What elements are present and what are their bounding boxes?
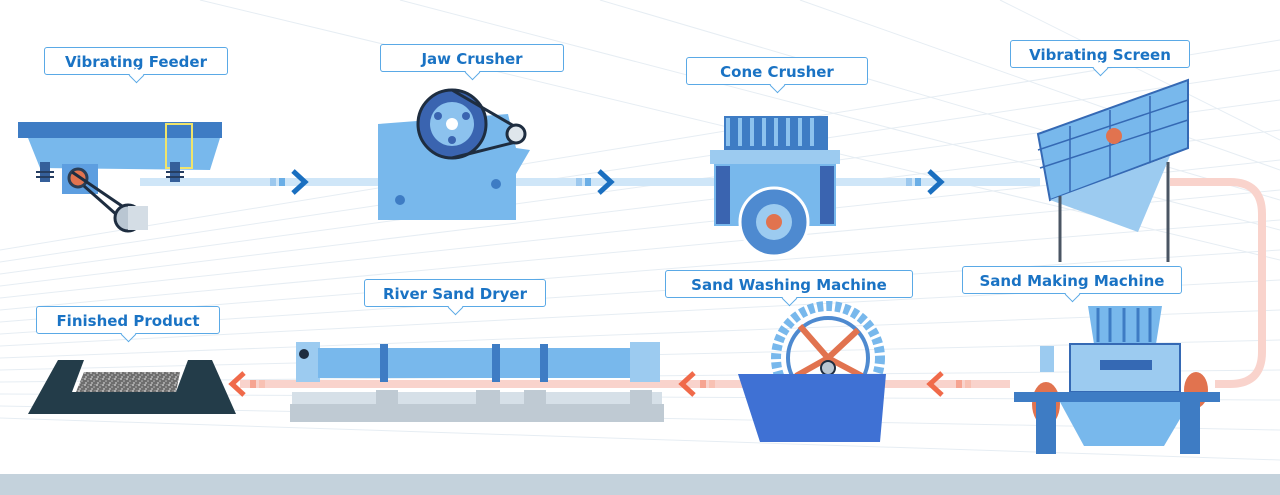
arrow-feeder-to-jaw <box>270 169 309 195</box>
sand-making-machine <box>1014 306 1220 454</box>
arrow-sandmaking-to-washing <box>926 371 971 397</box>
finished-product-pile <box>28 360 236 414</box>
label-sand-making-machine: Sand Making Machine <box>962 266 1182 294</box>
label-sand-washing-machine: Sand Washing Machine <box>665 270 913 298</box>
label-river-sand-dryer: River Sand Dryer <box>364 279 546 307</box>
label-cone-crusher: Cone Crusher <box>686 57 868 85</box>
arrow-dryer-to-product <box>228 371 265 397</box>
label-vibrating-feeder: Vibrating Feeder <box>44 47 228 75</box>
cone-crusher-machine <box>710 116 840 258</box>
river-sand-dryer-machine <box>290 342 664 422</box>
arrow-cone-to-screen <box>906 169 945 195</box>
label-jaw-crusher: Jaw Crusher <box>380 44 564 72</box>
arrow-jaw-to-cone <box>576 169 615 195</box>
sand-washing-machine <box>738 301 886 442</box>
label-vibrating-screen: Vibrating Screen <box>1010 40 1190 68</box>
label-finished-product: Finished Product <box>36 306 220 334</box>
vibrating-screen-machine <box>1036 78 1189 262</box>
jaw-crusher-machine <box>378 88 530 220</box>
arrow-washing-to-dryer <box>678 371 715 397</box>
footer-bar <box>0 474 1280 495</box>
vibrating-feeder-machine <box>18 122 222 233</box>
